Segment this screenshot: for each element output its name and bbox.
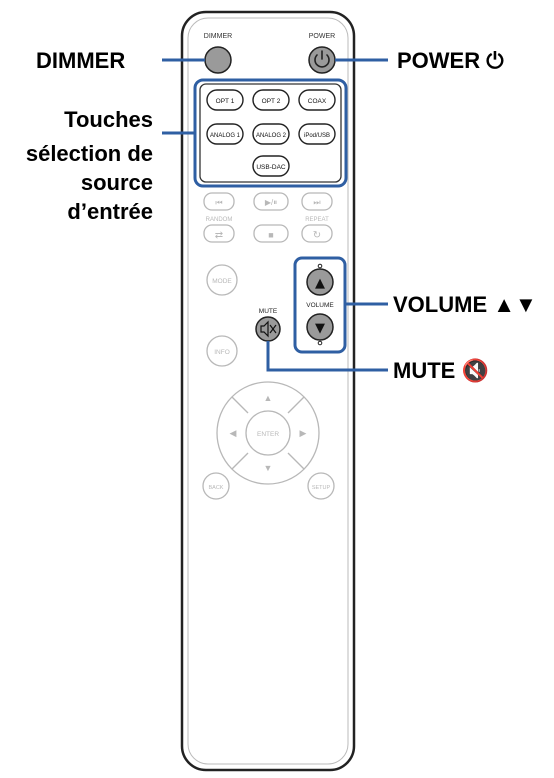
source-button-label: USB-DAC	[256, 164, 286, 171]
source-button-label: iPod/USB	[304, 133, 330, 139]
nav-divider	[287, 452, 305, 470]
play-pause-button[interactable]	[253, 192, 289, 211]
source-button-label: OPT 2	[262, 98, 281, 105]
volume-callout: VOLUME ▲▼	[393, 292, 537, 317]
nav-divider	[287, 396, 305, 414]
info-button[interactable]	[206, 335, 238, 367]
source-button-analog-1[interactable]	[206, 123, 244, 145]
volume-up-button[interactable]	[306, 268, 334, 296]
power-icon	[314, 50, 330, 68]
dimmer-button[interactable]	[204, 46, 232, 74]
mute-label: MUTE	[259, 308, 278, 315]
random-icon: ⇄	[215, 230, 223, 241]
remote-body-inner	[187, 17, 349, 765]
info-label: INFO	[214, 349, 230, 356]
mode-label: MODE	[212, 278, 232, 285]
back-label: BACK	[209, 485, 224, 491]
nav-up-icon[interactable]: ▲	[264, 393, 273, 403]
source-button-label: ANALOG 2	[256, 133, 287, 139]
mute-callout: MUTE 🔇	[393, 358, 489, 383]
nav-down-icon[interactable]: ▼	[264, 463, 273, 473]
repeat-icon: ↻	[313, 230, 321, 241]
setup-label: SETUP	[312, 485, 331, 491]
next-icon: ⏭	[313, 198, 320, 207]
source-callout-line1: Touches	[64, 107, 153, 132]
source-group-panel	[199, 83, 342, 183]
source-callout-line2: sélection de	[25, 141, 153, 166]
dimmer-callout: DIMMER	[36, 48, 126, 73]
random-label: RANDOM	[206, 217, 233, 223]
source-button-analog-2[interactable]	[252, 123, 290, 145]
stop-icon: ■	[268, 230, 273, 240]
source-button-label: COAX	[308, 98, 327, 105]
mute-callout-line	[266, 341, 388, 372]
next-button[interactable]	[301, 192, 333, 211]
nav-divider	[231, 396, 249, 414]
source-button-coax[interactable]	[298, 89, 336, 111]
prev-button[interactable]	[203, 192, 235, 211]
source-button-opt-1[interactable]	[206, 89, 244, 111]
mode-button[interactable]	[206, 264, 238, 296]
play-pause-icon: ▶/⏸	[265, 198, 277, 207]
volume-up-dot	[317, 263, 323, 269]
source-button-opt-2[interactable]	[252, 89, 290, 111]
prev-icon: ⏮	[215, 198, 222, 207]
nav-left-icon[interactable]: ◀	[230, 428, 237, 438]
random-button[interactable]	[203, 224, 235, 243]
volume-label: VOLUME	[306, 302, 334, 309]
setup-button[interactable]	[307, 472, 335, 500]
source-button-label: ANALOG 1	[210, 133, 241, 139]
power-label: POWER	[309, 33, 335, 40]
source-button-label: OPT 1	[216, 98, 235, 105]
volume-down-button[interactable]	[306, 313, 334, 341]
nav-ring	[216, 381, 320, 485]
volume-down-dot	[317, 340, 323, 346]
power-callout: POWER ⏻	[397, 48, 504, 73]
enter-label: ENTER	[257, 431, 279, 438]
source-button-ipod-usb[interactable]	[298, 123, 336, 145]
volume-up-icon: ▲	[315, 276, 325, 291]
source-callout-line3: source	[80, 170, 153, 195]
nav-divider	[231, 452, 249, 470]
enter-button[interactable]	[245, 410, 291, 456]
remote-body	[180, 10, 356, 772]
repeat-label: REPEAT	[305, 217, 329, 223]
back-button[interactable]	[202, 472, 230, 500]
mute-icon	[260, 320, 277, 338]
volume-down-icon: ▼	[315, 321, 325, 336]
repeat-button[interactable]	[301, 224, 333, 243]
source-callout-line4: d’entrée	[67, 199, 153, 224]
stop-button[interactable]	[253, 224, 289, 243]
nav-right-icon[interactable]: ▶	[300, 428, 307, 438]
dimmer-label: DIMMER	[204, 33, 232, 40]
source-button-usb-dac[interactable]	[252, 155, 290, 177]
